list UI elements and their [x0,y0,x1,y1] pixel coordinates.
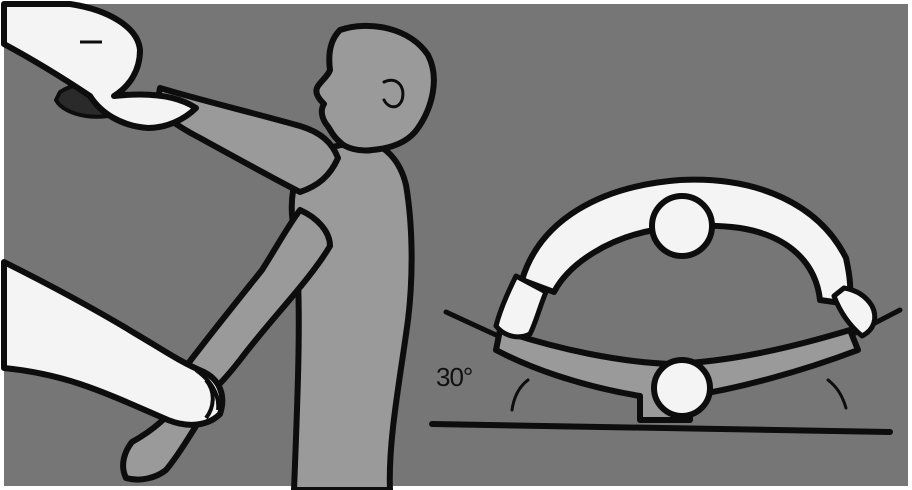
patient-head-top [654,360,710,416]
examiner-head-top [652,196,712,256]
angle-label: 30° [436,362,472,393]
patient-torso [292,140,412,490]
patient-head [316,26,433,151]
background [4,4,908,486]
